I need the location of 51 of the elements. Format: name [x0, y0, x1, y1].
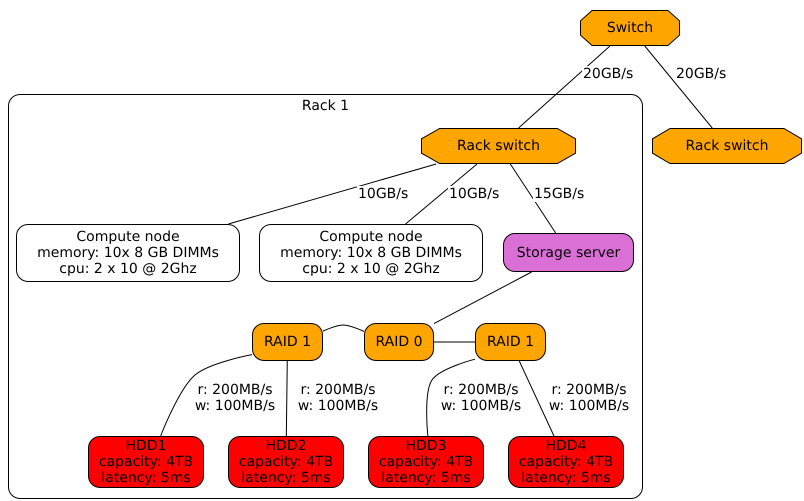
- node-label: RAID 0: [375, 334, 422, 350]
- edge-label: 15GB/s: [533, 186, 586, 202]
- node-label: latency: 5ms: [101, 470, 191, 486]
- node-label: capacity: 4TB: [518, 454, 614, 470]
- raid-box: [252, 323, 323, 361]
- switch-node: [652, 128, 802, 164]
- node-label: HDD2: [266, 438, 306, 454]
- node-label: Storage server: [516, 244, 620, 260]
- node-label: capacity: 4TB: [98, 454, 194, 470]
- node-label: Rack switch: [686, 138, 768, 154]
- connector-line: [228, 164, 437, 224]
- node-label: Switch: [606, 20, 654, 36]
- connector-line: [518, 360, 554, 436]
- connector-line: [434, 272, 532, 324]
- edge-label: 20GB/s: [582, 66, 634, 82]
- node-label: memory: 10x 8 GB DIMMs: [280, 245, 462, 261]
- node-label: HDD4: [546, 438, 586, 454]
- raid-box: [475, 323, 546, 361]
- connector-line: [510, 164, 556, 234]
- node-label: RAID 1: [264, 334, 311, 350]
- switch-node: [421, 128, 576, 164]
- node-label: Compute node: [76, 229, 180, 245]
- node-label: latency: 5ms: [521, 470, 611, 486]
- edge-label: 20GB/s: [675, 66, 728, 82]
- node-label: cpu: 2 x 10 @ 2Ghz: [59, 261, 197, 277]
- node-label: Rack switch: [457, 138, 540, 154]
- connector-line: [426, 358, 476, 436]
- node-label: memory: 10x 8 GB DIMMs: [37, 245, 219, 261]
- node-label: latency: 5ms: [381, 470, 471, 486]
- compute-node-box: [259, 224, 483, 282]
- node-label: cpu: 2 x 10 @ 2Ghz: [302, 261, 440, 277]
- node-label: capacity: 4TB: [238, 454, 334, 470]
- cluster-title: Rack 1: [302, 98, 350, 114]
- connector-line: [518, 46, 610, 128]
- edge-label: 10GB/s: [357, 186, 410, 202]
- connector-line: [160, 354, 252, 436]
- connector-line: [286, 360, 288, 436]
- node-label: capacity: 4TB: [378, 454, 474, 470]
- node-label: Compute node: [319, 229, 423, 245]
- raid-box: [364, 323, 434, 361]
- connector-line: [644, 46, 713, 128]
- connector-line: [322, 324, 364, 332]
- node-label: latency: 5ms: [241, 470, 331, 486]
- node-label: HDD3: [406, 438, 446, 454]
- compute-node-box: [16, 224, 240, 282]
- edge-label: 10GB/s: [448, 186, 500, 202]
- connector-line: [405, 164, 478, 224]
- node-label: HDD1: [126, 438, 166, 454]
- node-label: RAID 1: [486, 334, 534, 350]
- storage-server-box: [503, 233, 634, 272]
- switch-node: [580, 10, 680, 46]
